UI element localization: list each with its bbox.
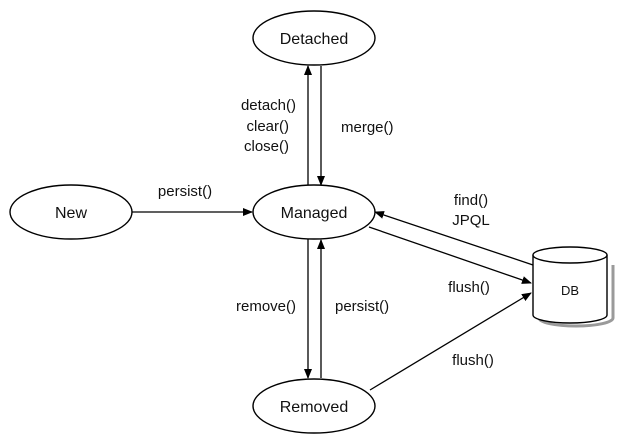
jpql-label: JPQL (452, 212, 490, 229)
new-label: New (55, 205, 87, 222)
removed-label: Removed (280, 399, 348, 416)
detached-ellipse (252, 10, 376, 66)
flush-removed-label: flush() (452, 352, 494, 369)
removed-ellipse (252, 378, 376, 434)
arrow-db-to-managed (374, 211, 534, 266)
detached-label: Detached (280, 31, 349, 48)
db-label: DB (561, 283, 579, 298)
db-top (532, 246, 608, 264)
arrow-managed-to-db (368, 226, 532, 284)
db-body (532, 255, 608, 324)
detach-label: detach() (241, 97, 296, 114)
merge-label: merge() (341, 119, 394, 136)
persist-new-label: persist() (158, 183, 212, 200)
persist-removed-label: persist() (335, 298, 389, 315)
state-detached: Detached (252, 10, 376, 66)
database-cylinder: DB (532, 246, 615, 328)
state-new: New (9, 184, 133, 240)
remove-label: remove() (236, 298, 296, 315)
arrow-removed-to-db (369, 292, 532, 391)
state-managed: Managed (252, 184, 376, 240)
state-removed: Removed (252, 378, 376, 434)
clear-label: clear() (246, 118, 289, 135)
flush-managed-label: flush() (448, 279, 490, 296)
find-label: find() (454, 192, 488, 209)
close-label: close() (244, 138, 289, 155)
managed-label: Managed (281, 205, 348, 222)
